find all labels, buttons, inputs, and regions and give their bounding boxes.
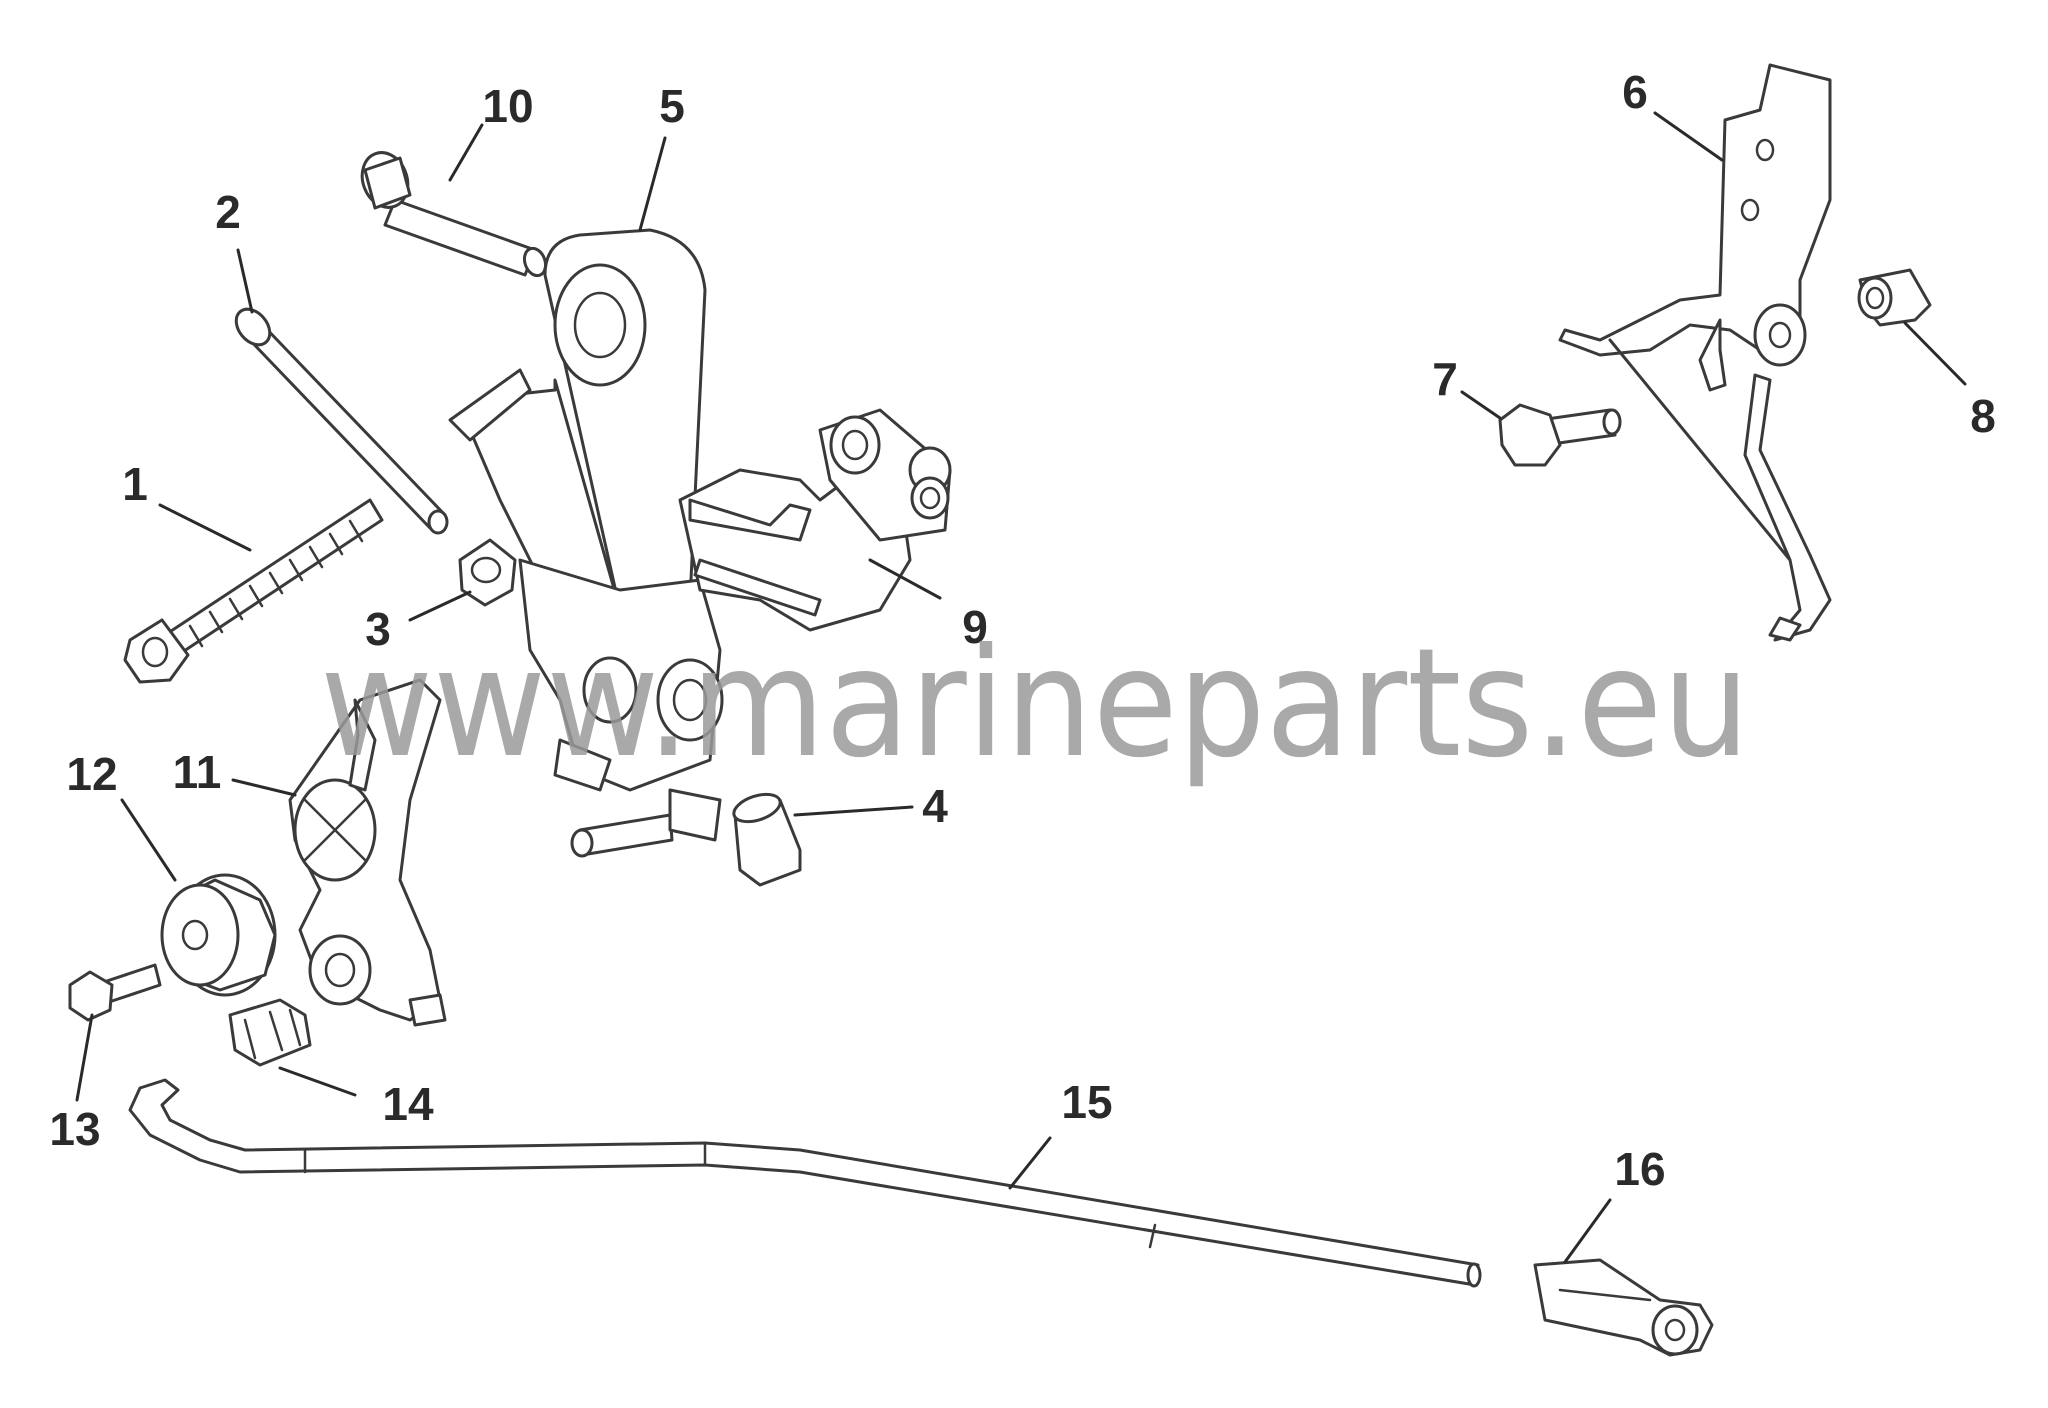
part-13-bolt [68, 963, 162, 1022]
part-1-threaded-bolt [123, 498, 384, 684]
callout-labels: 1 2 3 4 5 6 7 8 9 10 11 12 13 14 15 16 [49, 66, 1995, 1195]
callout-13: 13 [49, 1103, 100, 1155]
callout-8: 8 [1970, 390, 1996, 442]
leader-15 [1008, 1136, 1052, 1190]
part-10-bolt [360, 151, 548, 278]
callout-14: 14 [382, 1078, 434, 1130]
part-16-rod-end [1533, 1258, 1714, 1357]
callout-16: 16 [1614, 1143, 1665, 1195]
leader-6 [1653, 111, 1724, 162]
part-8-sleeve [1857, 268, 1932, 327]
part-9-clamp [678, 408, 952, 632]
leader-14 [278, 1066, 357, 1097]
leader-16 [1563, 1198, 1612, 1264]
leader-8 [1903, 321, 1967, 386]
callout-11: 11 [173, 746, 222, 798]
callout-3: 3 [365, 603, 391, 655]
part-11-lever [288, 678, 447, 1027]
leader-10 [448, 123, 484, 182]
callout-4: 4 [922, 780, 948, 832]
leader-9 [868, 558, 942, 600]
callout-10: 10 [482, 80, 533, 132]
part-6-bracket [1558, 63, 1832, 642]
callout-2: 2 [215, 186, 241, 238]
part-15-rod [128, 1078, 1482, 1288]
part-14-clip [228, 998, 312, 1067]
callout-9: 9 [962, 601, 988, 653]
leader-1 [158, 503, 252, 552]
part-2-pin [234, 307, 449, 535]
part-12-bushing [160, 873, 277, 997]
leader-5 [638, 136, 667, 232]
callout-12: 12 [66, 748, 117, 800]
callout-1: 1 [122, 458, 148, 510]
leader-2 [236, 248, 254, 314]
callout-15: 15 [1061, 1076, 1112, 1128]
leader-lines [75, 111, 1967, 1264]
part-4-sleeve [732, 792, 802, 887]
leader-3 [408, 590, 472, 622]
part-7-bolt [1498, 403, 1622, 467]
callout-7: 7 [1432, 353, 1458, 405]
part-5-bracket [448, 228, 724, 858]
callout-5: 5 [659, 80, 685, 132]
watermark: www.marineparts.eu [320, 617, 1750, 791]
leader-13 [75, 1013, 94, 1102]
part-3-nut [458, 538, 517, 607]
leader-11 [231, 778, 297, 797]
leader-7 [1460, 390, 1502, 420]
callout-6: 6 [1622, 66, 1648, 118]
leader-4 [793, 805, 914, 817]
leader-12 [120, 798, 177, 882]
